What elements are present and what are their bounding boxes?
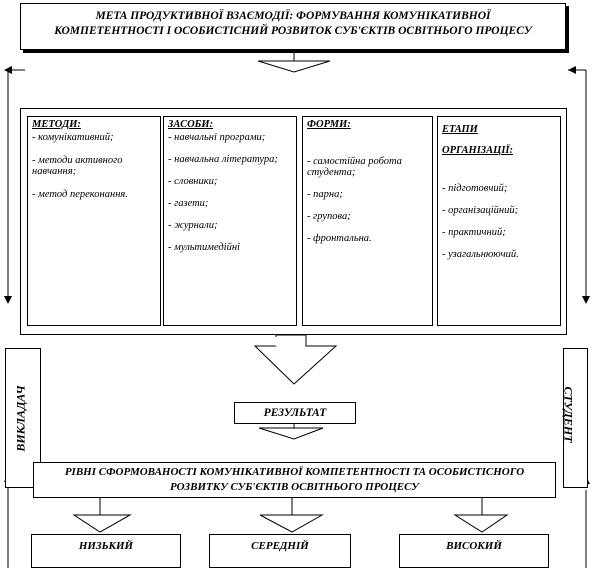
result-box: РЕЗУЛЬТАТ xyxy=(234,402,356,424)
means-item: - словники; xyxy=(168,176,218,187)
forms-item: - парна; xyxy=(307,189,343,200)
means-header: ЗАСОБИ: xyxy=(168,119,214,130)
stages-item: - підготовчий; xyxy=(442,183,508,194)
forms-header: ФОРМИ: xyxy=(307,119,351,130)
stages-item: - узагальнюючий. xyxy=(442,249,519,260)
means-column: ЗАСОБИ: - навчальні програми; - навчальн… xyxy=(163,116,297,326)
forms-item: - самостійна робота студента; xyxy=(307,156,402,178)
goal-line1: МЕТА ПРОДУКТИВНОЇ ВЗАЄМОДІЇ: ФОРМУВАННЯ … xyxy=(95,10,491,22)
arrow-to-levels xyxy=(258,427,324,440)
methods-column: МЕТОДИ: - комунікативний; - методи актив… xyxy=(27,116,161,326)
arrow-low xyxy=(72,514,132,533)
forms-item: - фронтальна. xyxy=(307,233,372,244)
levels-box: РІВНІ СФОРМОВАНОСТІ КОМУНІКАТИВНОЇ КОМПЕ… xyxy=(33,462,556,498)
level-high-label: ВИСОКИЙ xyxy=(446,540,502,552)
stages-header: ЕТАПИ ОРГАНІЗАЦІЇ: xyxy=(442,124,513,156)
methods-item: - метод переконання. xyxy=(32,189,128,200)
level-medium-box: СЕРЕДНІЙ xyxy=(209,534,351,568)
levels-line1: РІВНІ СФОРМОВАНОСТІ КОМУНІКАТИВНОЇ КОМПЕ… xyxy=(64,466,525,478)
levels-line2: РОЗВИТКУ СУБ'ЄКТІВ ОСВІТНЬОГО ПРОЦЕСУ xyxy=(170,481,419,493)
stages-item: - практичний; xyxy=(442,227,506,238)
methods-item: - комунікативний; xyxy=(32,132,114,143)
level-low-label: НИЗЬКИЙ xyxy=(78,540,134,552)
stages-column: ЕТАПИ ОРГАНІЗАЦІЇ: - підготовчий; - орга… xyxy=(437,116,561,326)
means-item: - мультимедійні xyxy=(168,242,240,253)
arrow-mid xyxy=(259,514,324,533)
means-item: - навчальні програми; xyxy=(168,132,266,143)
forms-column: ФОРМИ: - самостійна робота студента; - п… xyxy=(302,116,433,326)
level-medium-label: СЕРЕДНІЙ xyxy=(251,540,309,552)
arrow-goal-down xyxy=(257,60,331,73)
methods-item: - методи активного навчання; xyxy=(32,155,123,177)
forms-item: - групова; xyxy=(307,211,351,222)
goal-line2: КОМПЕТЕНТНОСТІ І ОСОБИСТІСНИЙ РОЗВИТОК С… xyxy=(54,25,532,37)
student-box: СТУДЕНТ xyxy=(561,348,588,488)
means-item: - журнали; xyxy=(168,220,218,231)
means-item: - газети; xyxy=(168,198,209,209)
stages-item: - організаційний; xyxy=(442,205,519,216)
arrow-high xyxy=(453,514,509,533)
level-low-box: НИЗЬКИЙ xyxy=(31,534,181,568)
means-item: - навчальна література; xyxy=(168,154,278,165)
methods-header: МЕТОДИ: xyxy=(32,119,81,130)
goal-box: МЕТА ПРОДУКТИВНОЇ ВЗАЄМОДІЇ: ФОРМУВАННЯ … xyxy=(20,3,566,50)
teacher-label: ВИКЛАДАЧ xyxy=(13,385,28,452)
arrow-to-result xyxy=(253,334,338,385)
student-label: СТУДЕНТ xyxy=(561,386,576,443)
approach-container: МЕТОДИ: - комунікативний; - методи актив… xyxy=(20,108,567,335)
level-high-box: ВИСОКИЙ xyxy=(399,534,549,568)
result-label: РЕЗУЛЬТАТ xyxy=(263,407,327,419)
